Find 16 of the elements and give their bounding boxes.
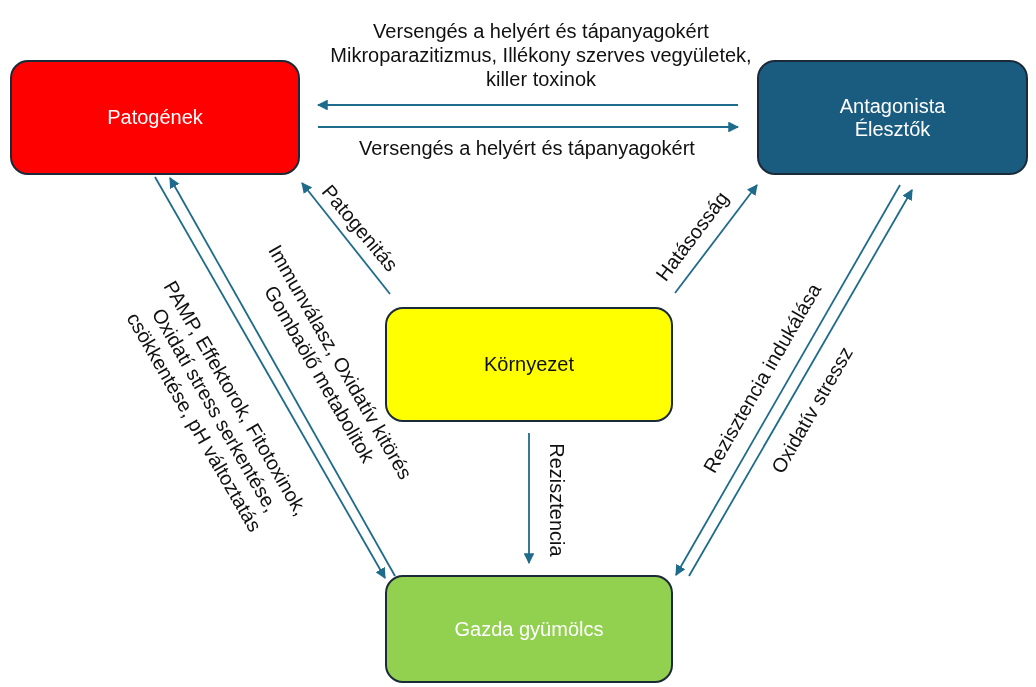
process-box (10, 60, 300, 175)
arrow (316, 99, 739, 111)
process-box (385, 575, 673, 683)
edge-label: Versengés a helyért és tápanyagokért (359, 136, 695, 160)
edge-label: Versengés a helyért és tápanyagokért Mikroparazitizmus, Illékony szerves vegyületek, killer toxinok (329, 19, 753, 91)
process-box (385, 307, 673, 422)
arrow (674, 184, 758, 294)
arrow (523, 432, 535, 565)
arrow (301, 182, 391, 295)
edge-label: Rezisztencia (545, 443, 569, 557)
arrow (317, 121, 740, 133)
node-label: Patogének (107, 106, 203, 129)
node-label: Gazda gyümölcs (454, 617, 604, 641)
node-label: Környezet (483, 353, 575, 376)
process-box (757, 60, 1028, 175)
node-label: Antagonista Élesztők (838, 94, 947, 141)
